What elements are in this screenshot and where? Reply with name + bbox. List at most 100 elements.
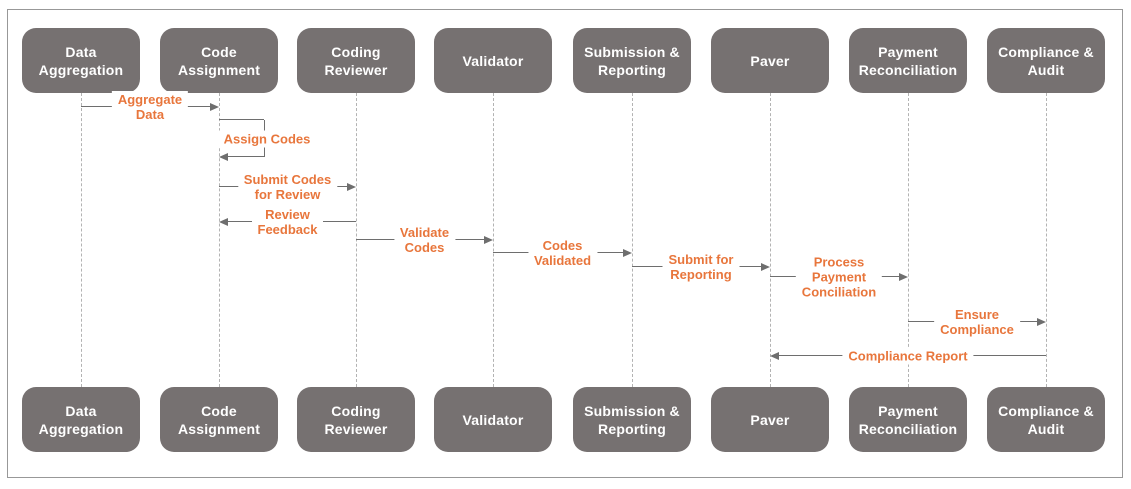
- message-label-line: Validate: [399, 225, 450, 240]
- message-arrowhead-review-feedback: [219, 217, 228, 226]
- actor-label-line: Audit: [1027, 420, 1065, 437]
- lifeline-compliance-audit: [1046, 93, 1047, 387]
- actor-label-line: Reviewer: [324, 61, 388, 78]
- message-arrowhead-codes-validated: [623, 248, 632, 257]
- message-line-assign-codes: [228, 156, 264, 158]
- actor-label-line: Code: [201, 43, 237, 60]
- actor-label-line: Reconciliation: [858, 61, 958, 78]
- message-label-compliance-report: Compliance Report: [842, 347, 974, 365]
- message-label-line: Review: [265, 207, 310, 222]
- actor-label: Validator: [462, 52, 524, 69]
- actor-label: Submission &Reporting: [578, 43, 686, 79]
- lifeline-data-aggregation: [81, 93, 82, 387]
- actor-label-line: Compliance &: [998, 43, 1094, 60]
- actor-label-line: Aggregation: [38, 61, 124, 78]
- actor-label-line: Coding: [331, 43, 381, 60]
- actor-label-line: Reporting: [598, 61, 666, 78]
- actor-box-top-compliance-audit: Compliance &Audit: [987, 28, 1105, 93]
- message-label-line: Ensure: [954, 307, 1000, 322]
- message-label-line: Submit Codes: [243, 172, 332, 187]
- actor-label-line: Assignment: [177, 61, 261, 78]
- message-arrowhead-validate-codes: [484, 235, 493, 244]
- message-label-line: Process: [813, 254, 865, 270]
- message-arrowhead-assign-codes: [219, 152, 228, 161]
- message-label-line: Assign Codes: [223, 131, 311, 146]
- message-label-line: Reporting: [670, 267, 732, 282]
- actor-label: Compliance &Audit: [992, 402, 1100, 438]
- lifeline-code-assignment: [219, 93, 220, 387]
- lifeline-paver: [770, 93, 771, 387]
- message-label-assign-codes: Assign Codes: [217, 130, 317, 147]
- actor-box-bottom-paver: Paver: [711, 387, 829, 452]
- actor-box-top-paver: Paver: [711, 28, 829, 93]
- actor-label: Submission &Reporting: [578, 402, 686, 438]
- message-arrowhead-aggregate-data: [210, 102, 219, 111]
- actor-box-top-submission-reporting: Submission &Reporting: [573, 28, 691, 93]
- actor-box-bottom-submission-reporting: Submission &Reporting: [573, 387, 691, 452]
- message-label-line: Validated: [533, 253, 592, 268]
- actor-label-line: Data: [65, 43, 97, 60]
- message-label-line: Data: [135, 107, 165, 122]
- actor-label-line: Submission &: [584, 402, 680, 419]
- actor-label: Paver: [750, 52, 790, 69]
- message-arrowhead-ensure-compliance: [1037, 317, 1046, 326]
- actor-label: Paver: [750, 411, 790, 428]
- actor-label-line: Audit: [1027, 61, 1065, 78]
- lifeline-validator: [493, 93, 494, 387]
- message-label-line: Compliance Report: [848, 348, 968, 364]
- actor-label-line: Payment: [878, 43, 938, 60]
- actor-label: Validator: [462, 411, 524, 428]
- actor-label-line: Payment: [878, 402, 938, 419]
- actor-box-bottom-validator: Validator: [434, 387, 552, 452]
- message-label-line: for Review: [254, 187, 321, 202]
- message-label-line: Feedback: [257, 222, 318, 237]
- message-label-line: Payment: [811, 269, 867, 285]
- message-label-line: Compliance: [940, 322, 1014, 337]
- actor-label-line: Compliance &: [998, 402, 1094, 419]
- actor-label-line: Reporting: [598, 420, 666, 437]
- message-arrowhead-process-payment-conciliation: [899, 272, 908, 281]
- actor-label-line: Aggregation: [38, 420, 124, 437]
- message-arrowhead-submit-for-reporting: [761, 262, 770, 271]
- diagram-border: [7, 9, 1123, 478]
- actor-label-line: Code: [201, 402, 237, 419]
- message-label-line: Submit for: [668, 252, 734, 267]
- lifeline-submission-reporting: [632, 93, 633, 387]
- actor-label-line: Reconciliation: [858, 420, 958, 437]
- message-label-line: Conciliation: [801, 284, 877, 300]
- message-label-line: Codes: [404, 240, 445, 255]
- message-label-line: Aggregate: [117, 92, 183, 107]
- message-line-assign-codes: [219, 119, 264, 121]
- actor-label: Compliance &Audit: [992, 43, 1100, 79]
- actor-box-bottom-compliance-audit: Compliance &Audit: [987, 387, 1105, 452]
- message-label-line: Codes: [542, 238, 583, 253]
- actor-label-line: Data: [65, 402, 97, 419]
- actor-label-line: Coding: [331, 402, 381, 419]
- lifeline-payment-reconciliation: [908, 93, 909, 387]
- actor-label-line: Assignment: [177, 420, 261, 437]
- message-arrowhead-compliance-report: [770, 351, 779, 360]
- actor-box-top-validator: Validator: [434, 28, 552, 93]
